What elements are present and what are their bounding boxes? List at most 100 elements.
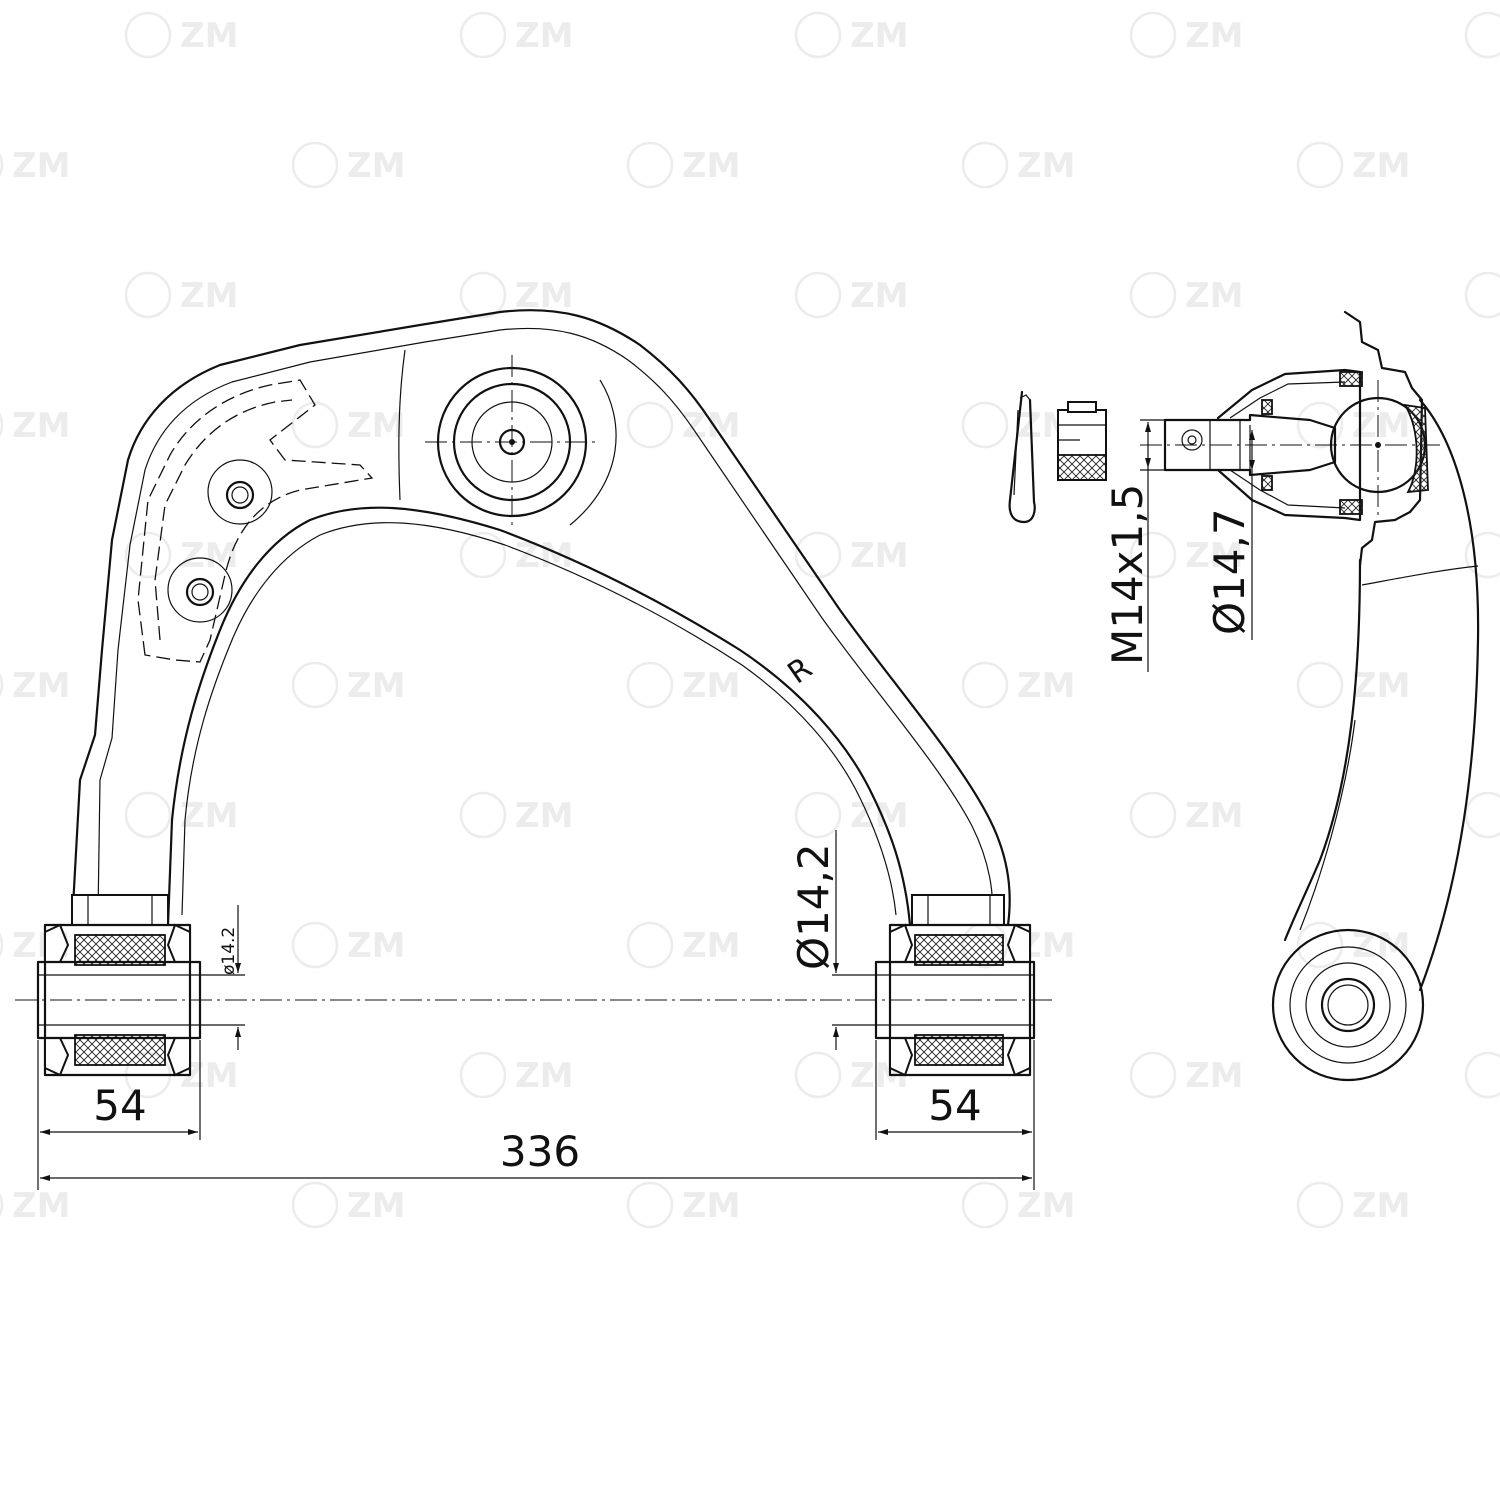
watermark-text: ZM [850,536,909,576]
watermark-logo-icon [1129,271,1177,319]
watermark-logo-icon [1464,271,1500,319]
watermark-text: ZM [850,796,909,836]
watermark-logo-icon [291,1181,339,1229]
watermark-logo-icon [626,661,674,709]
watermark-text: ZM [1017,1186,1076,1226]
watermark-logo-icon [1129,1051,1177,1099]
watermark-text: ZM [682,666,741,706]
cotter-pin [1008,390,1036,524]
dim-336: 336 [500,1127,580,1176]
watermark-logo-icon [626,1181,674,1229]
watermark-logo-icon [0,673,4,697]
watermark-logo-icon [459,531,507,579]
watermark-text: ZM [515,1056,574,1096]
watermark-logo-icon [124,791,172,839]
watermark-logo-icon [794,791,842,839]
watermark-text: ZM [347,666,406,706]
dim-54-left: 54 [93,1081,146,1130]
watermark-logo-icon [794,271,842,319]
section-line [398,349,406,501]
watermark-logo-icon [459,791,507,839]
watermark-logo-icon [459,271,507,319]
watermark-logo-icon [0,933,4,957]
ball-joint-section [1216,368,1362,522]
watermark-logo-icon [0,153,4,177]
watermark-text: ZM [682,146,741,186]
watermark-logo-icon [1296,921,1344,969]
watermark-text: ZM [180,16,239,56]
reinforcement-outline [137,379,374,663]
watermark-text: ZM [12,666,71,706]
watermark-text: ZM [1185,16,1244,56]
watermark-logo-icon [291,661,339,709]
watermark-text: ZM [1017,666,1076,706]
watermark-text: ZM [347,406,406,446]
watermark-logo-icon [794,1051,842,1099]
ball-stud-pin [1163,413,1337,477]
watermark-logo-icon [1296,401,1344,449]
watermark-text: ZM [12,406,71,446]
watermark-text: ZM [1185,796,1244,836]
watermark-logo-icon [794,11,842,59]
reinforcement-inner [154,399,293,641]
watermark-text: ZM [1352,666,1411,706]
watermark-logo-icon [1464,11,1500,59]
watermark-logo-icon [626,921,674,969]
watermark-text: ZM [682,926,741,966]
watermark-logo-icon [626,401,674,449]
left-bushing [36,894,202,1077]
watermark-logo-icon [459,11,507,59]
ball-joint-housing [425,355,600,525]
dim-54-right: 54 [928,1081,981,1130]
watermark-text: ZM [180,276,239,316]
dimension-lines [37,830,1035,1190]
watermark-text: ZM [850,276,909,316]
watermark-logo-icon [0,1193,4,1217]
side-arm-outline [1283,398,1480,992]
watermark-text: ZM [1352,406,1411,446]
castle-nut [1057,401,1107,481]
watermark-logo-icon [626,141,674,189]
side-bushing [1271,928,1425,1082]
watermark-text: ZM [12,146,71,186]
dim-thread: M14x1,5 [1103,484,1152,665]
watermark-text: ZM [515,16,574,56]
watermark-text: ZM [347,146,406,186]
boss-arc [569,379,617,526]
arm-inner-rib [181,522,897,916]
watermark-text: ZM [1017,146,1076,186]
watermark-logo-icon [1296,141,1344,189]
arm-inner-contour [166,506,912,927]
watermark-text: ZM [1352,1186,1411,1226]
dim-bore-small: ø14.2 [219,927,239,975]
dim-bore: Ø14,2 [789,843,838,970]
watermark-text: ZM [12,1186,71,1226]
watermark-text: ZM [515,796,574,836]
watermark-logo-icon [291,141,339,189]
arm-outer-contour [70,309,1011,927]
watermark-text: ZM [1185,276,1244,316]
watermark-logo-icon [961,1181,1009,1229]
watermark-text: ZM [682,1186,741,1226]
watermark-logo-icon [0,413,4,437]
watermark-logo-icon [291,401,339,449]
watermark-logo-icon [961,661,1009,709]
watermark-logo-icon [124,11,172,59]
side-dimension-lines [1140,419,1255,672]
lower-bolt [167,557,233,623]
watermark-text: ZM [1352,926,1411,966]
watermark-logo-icon [1129,11,1177,59]
arm-outer-rib [97,327,994,916]
upper-bolt [207,459,273,525]
watermark-text: ZM [1185,536,1244,576]
watermark-logo-icon [1129,531,1177,579]
watermark-text: ZM [1352,146,1411,186]
side-view [1140,310,1480,1082]
watermark-text: ZM [347,1186,406,1226]
watermark-logo-icon [961,401,1009,449]
watermark-logo-icon [1296,1181,1344,1229]
watermark-logo-icon [1464,791,1500,839]
watermark-logo-icon [961,141,1009,189]
